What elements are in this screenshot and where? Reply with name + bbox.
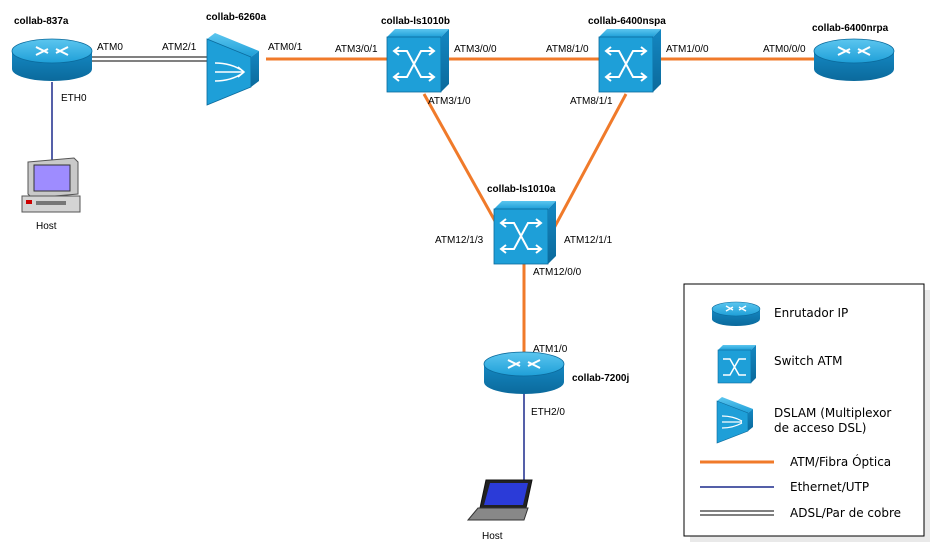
port-atm1-0: ATM1/0 xyxy=(533,344,568,355)
port-atm12-1-3: ATM12/1/3 xyxy=(435,235,484,246)
port-eth2-0: ETH2/0 xyxy=(531,407,565,418)
label-host-2: Host xyxy=(482,531,503,542)
legend-adsl-label: ADSL/Par de cobre xyxy=(790,506,901,520)
label-collab-6260a: collab-6260a xyxy=(206,12,266,23)
port-atm0: ATM0 xyxy=(97,42,123,53)
router-arrows-icon xyxy=(507,359,541,369)
switch-6400nspa[interactable] xyxy=(598,29,661,93)
router-837a[interactable] xyxy=(11,38,93,81)
legend-switch-icon xyxy=(717,345,756,384)
legend-dslam-label-2: de acceso DSL) xyxy=(774,421,866,435)
atm-switch-arrows-icon xyxy=(499,218,543,254)
port-atm1-0-0: ATM1/0/0 xyxy=(666,44,709,55)
label-collab-7200j: collab-7200j xyxy=(572,373,629,384)
legend: Enrutador IP Switch ATM DSLAM (Multiplex… xyxy=(683,283,930,542)
legend-adsl-line xyxy=(700,510,774,516)
router-arrows-icon xyxy=(837,46,871,56)
port-atm3-0-1: ATM3/0/1 xyxy=(335,44,378,55)
label-collab-ls1010b: collab-ls1010b xyxy=(381,16,450,27)
router-6400nrpa[interactable] xyxy=(813,38,895,81)
host-laptop-icon[interactable] xyxy=(466,479,533,521)
atm-link-ls1010b-ls1010a xyxy=(422,93,502,231)
atm-link-nspa-ls1010a xyxy=(551,93,628,231)
legend-eth-label: Ethernet/UTP xyxy=(790,480,869,494)
port-atm12-0-0: ATM12/0/0 xyxy=(533,267,582,278)
port-atm3-1-0: ATM3/1/0 xyxy=(428,96,471,107)
port-atm3-0-0: ATM3/0/0 xyxy=(454,44,497,55)
router-7200j[interactable] xyxy=(483,351,565,394)
router-arrows-icon xyxy=(35,46,69,56)
label-collab-6400nrpa: collab-6400nrpa xyxy=(812,23,889,34)
legend-router-label: Enrutador IP xyxy=(774,306,848,320)
label-collab-ls1010a: collab-ls1010a xyxy=(487,184,556,195)
atm-switch-arrows-icon xyxy=(604,46,648,82)
legend-atm-label: ATM/Fibra Óptica xyxy=(790,454,891,469)
label-collab-837a: collab-837a xyxy=(14,16,69,27)
port-eth0: ETH0 xyxy=(61,93,87,104)
legend-router-icon xyxy=(711,301,761,326)
port-atm8-1-1: ATM8/1/1 xyxy=(570,96,613,107)
port-atm0-0-0: ATM0/0/0 xyxy=(763,44,806,55)
host-desktop-icon[interactable] xyxy=(21,157,81,213)
legend-dslam-icon xyxy=(716,397,753,444)
atm-switch-arrows-icon xyxy=(392,46,436,82)
legend-switch-label: Switch ATM xyxy=(774,354,842,368)
label-collab-6400nspa: collab-6400nspa xyxy=(588,16,666,27)
port-atm12-1-1: ATM12/1/1 xyxy=(564,235,613,246)
adsl-link xyxy=(92,56,212,62)
dslam-arrows-icon xyxy=(214,62,246,82)
label-host-1: Host xyxy=(36,221,57,232)
legend-dslam-label-1: DSLAM (Multiplexor xyxy=(774,406,891,420)
switch-ls1010b[interactable] xyxy=(386,29,449,93)
switch-ls1010a[interactable] xyxy=(493,201,556,265)
port-atm0-1: ATM0/1 xyxy=(268,42,303,53)
port-atm2-1: ATM2/1 xyxy=(162,42,197,53)
links xyxy=(51,56,815,485)
dslam-6260a[interactable] xyxy=(206,33,259,106)
port-atm8-1-0: ATM8/1/0 xyxy=(546,44,589,55)
